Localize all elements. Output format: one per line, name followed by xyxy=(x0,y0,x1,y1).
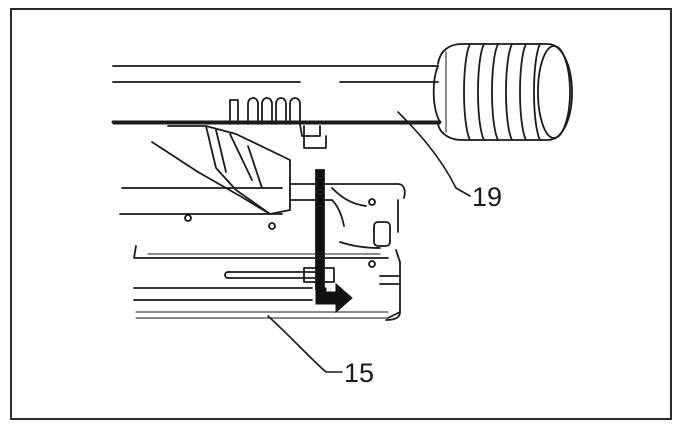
diagram-frame xyxy=(10,8,672,420)
callout-15: 15 xyxy=(344,358,374,388)
leader-line-15 xyxy=(267,315,343,373)
push-rod-core xyxy=(316,170,324,290)
clamp-teeth xyxy=(229,97,327,149)
mechanism-block xyxy=(119,125,291,230)
leader-lines xyxy=(267,111,471,373)
arrow-right-icon xyxy=(315,282,353,314)
callout-19: 19 xyxy=(472,182,502,212)
lever-grip xyxy=(437,43,573,141)
base-rail xyxy=(133,245,401,319)
leader-line-19 xyxy=(397,111,471,197)
